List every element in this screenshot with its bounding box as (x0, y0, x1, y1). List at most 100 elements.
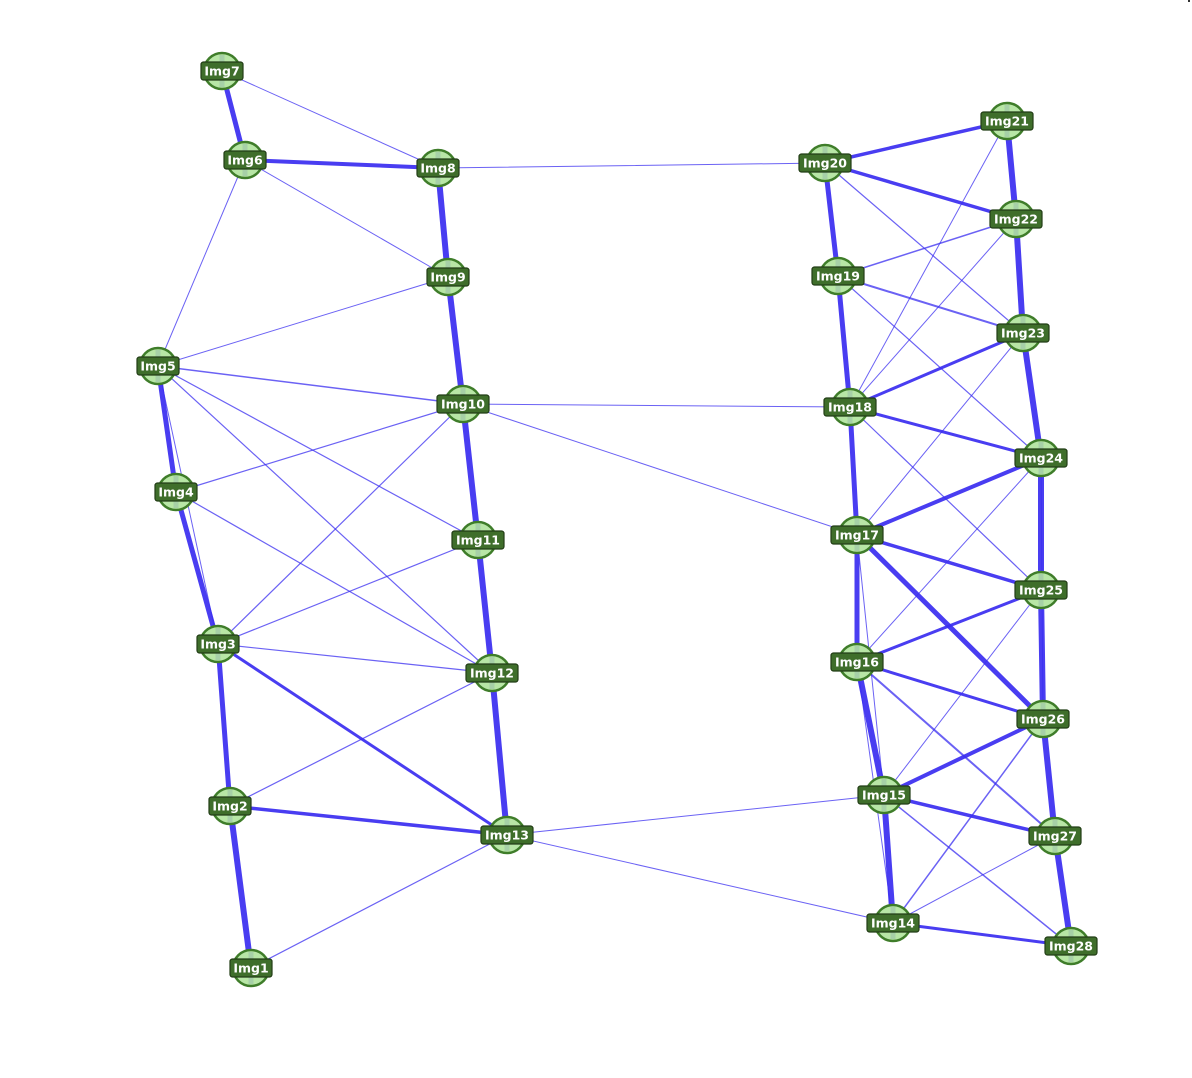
edge-img19-img18 (835, 273, 853, 410)
node-img10[interactable]: Img10 (436, 384, 490, 424)
edge-img4-img10 (175, 403, 464, 493)
edge-img1-img13 (250, 834, 508, 969)
edge-img18-img17 (847, 404, 860, 538)
edge-img6-img9 (244, 159, 449, 278)
node-label: Img8 (420, 161, 455, 176)
edge-img4-img3 (173, 489, 221, 647)
node-label-box (208, 796, 252, 816)
node-label: Img13 (485, 828, 529, 843)
node-img16[interactable]: Img16 (830, 642, 884, 682)
node-img19[interactable]: Img19 (811, 256, 865, 296)
node-img25[interactable]: Img25 (1014, 570, 1068, 610)
node-label: Img2 (212, 799, 247, 814)
node-label: Img14 (871, 916, 915, 931)
edge-img25-img26 (1038, 587, 1046, 722)
node-img2[interactable]: Img2 (208, 786, 252, 826)
node-label: Img17 (835, 528, 879, 543)
node-img9[interactable]: Img9 (426, 257, 470, 297)
node-img12[interactable]: Img12 (465, 653, 519, 693)
node-img28[interactable]: Img28 (1044, 926, 1098, 966)
edge-img24-img16 (856, 457, 1042, 663)
node-label-box (857, 785, 911, 805)
node-label-box (830, 525, 884, 545)
edge-img26-img14 (892, 718, 1044, 924)
node-label-box (1014, 448, 1068, 468)
edge-img22-img19 (837, 218, 1017, 277)
edge-img12-img13 (489, 670, 510, 838)
edge-img3-img11 (217, 539, 479, 645)
edge-img4-img12 (175, 491, 493, 674)
node-label-box (1016, 709, 1070, 729)
node-label-box (223, 150, 267, 170)
node-label: Img16 (835, 655, 879, 670)
node-label-box (980, 111, 1034, 131)
node-label: Img10 (441, 397, 485, 412)
node-img1[interactable]: Img1 (229, 948, 273, 988)
node-img24[interactable]: Img24 (1014, 438, 1068, 478)
node-label: Img15 (862, 788, 906, 803)
edge-img23-img18 (848, 331, 1025, 409)
node-img6[interactable]: Img6 (223, 140, 267, 180)
node-label-box (989, 209, 1043, 229)
node-img7[interactable]: Img7 (200, 51, 244, 91)
node-img27[interactable]: Img27 (1028, 816, 1082, 856)
node-img13[interactable]: Img13 (480, 815, 534, 855)
edge-img5-img12 (157, 365, 493, 674)
node-img5[interactable]: Img5 (136, 346, 180, 386)
node-label-box (229, 958, 273, 978)
node-label: Img23 (1001, 326, 1045, 341)
edge-img3-img13 (216, 642, 509, 837)
node-label-box (416, 158, 460, 178)
node-label: Img4 (158, 485, 194, 500)
edge-img15-img14 (881, 792, 896, 926)
node-img23[interactable]: Img23 (996, 313, 1050, 353)
node-img18[interactable]: Img18 (823, 387, 877, 427)
node-label-box (451, 530, 505, 550)
node-label-box (823, 397, 877, 417)
node-label: Img27 (1033, 829, 1077, 844)
node-label: Img25 (1019, 583, 1063, 598)
edge-img15-img28 (883, 794, 1072, 947)
node-img11[interactable]: Img11 (451, 520, 505, 560)
node-img8[interactable]: Img8 (416, 148, 460, 188)
edge-img19-img24 (837, 275, 1042, 459)
node-label: Img20 (803, 156, 847, 171)
node-img3[interactable]: Img3 (196, 624, 240, 664)
edge-img6-img5 (157, 159, 246, 367)
node-img21[interactable]: Img21 (980, 101, 1034, 141)
node-img14[interactable]: Img14 (866, 903, 920, 943)
node-img22[interactable]: Img22 (989, 199, 1043, 239)
edge-img16-img15 (854, 659, 887, 798)
edge-img16-img26 (855, 660, 1045, 721)
node-label: Img11 (456, 533, 500, 548)
node-img15[interactable]: Img15 (857, 775, 911, 815)
node-label-box (465, 663, 519, 683)
node-img26[interactable]: Img26 (1016, 699, 1070, 739)
edge-img3-img10 (217, 403, 464, 645)
edge-img13-img15 (506, 794, 885, 836)
corner-dot (1188, 0, 1190, 2)
edge-img18-img24 (848, 405, 1043, 460)
node-img17[interactable]: Img17 (830, 515, 884, 555)
edges-layer (155, 68, 1074, 971)
edge-img26-img15 (882, 717, 1045, 797)
nodes-layer: Img1Img2Img3Img4Img5Img6Img7Img8Img9Img1… (136, 51, 1098, 988)
node-label-box (1028, 826, 1082, 846)
node-img20[interactable]: Img20 (798, 143, 852, 183)
edge-img10-img11 (460, 401, 481, 543)
node-label-box (811, 266, 865, 286)
edge-img22-img18 (849, 218, 1017, 408)
edge-img15-img27 (882, 793, 1057, 838)
edge-img11-img12 (475, 537, 495, 676)
node-label-box (196, 634, 240, 654)
node-label: Img21 (985, 114, 1029, 129)
node-img4[interactable]: Img4 (154, 472, 198, 512)
node-label-box (1044, 936, 1098, 956)
edge-img23-img17 (856, 332, 1024, 536)
edge-img5-img11 (157, 365, 479, 541)
edge-img3-img12 (217, 643, 493, 674)
edge-img16-img27 (856, 661, 1056, 837)
edge-img6-img8 (243, 158, 440, 170)
node-label: Img12 (470, 666, 514, 681)
